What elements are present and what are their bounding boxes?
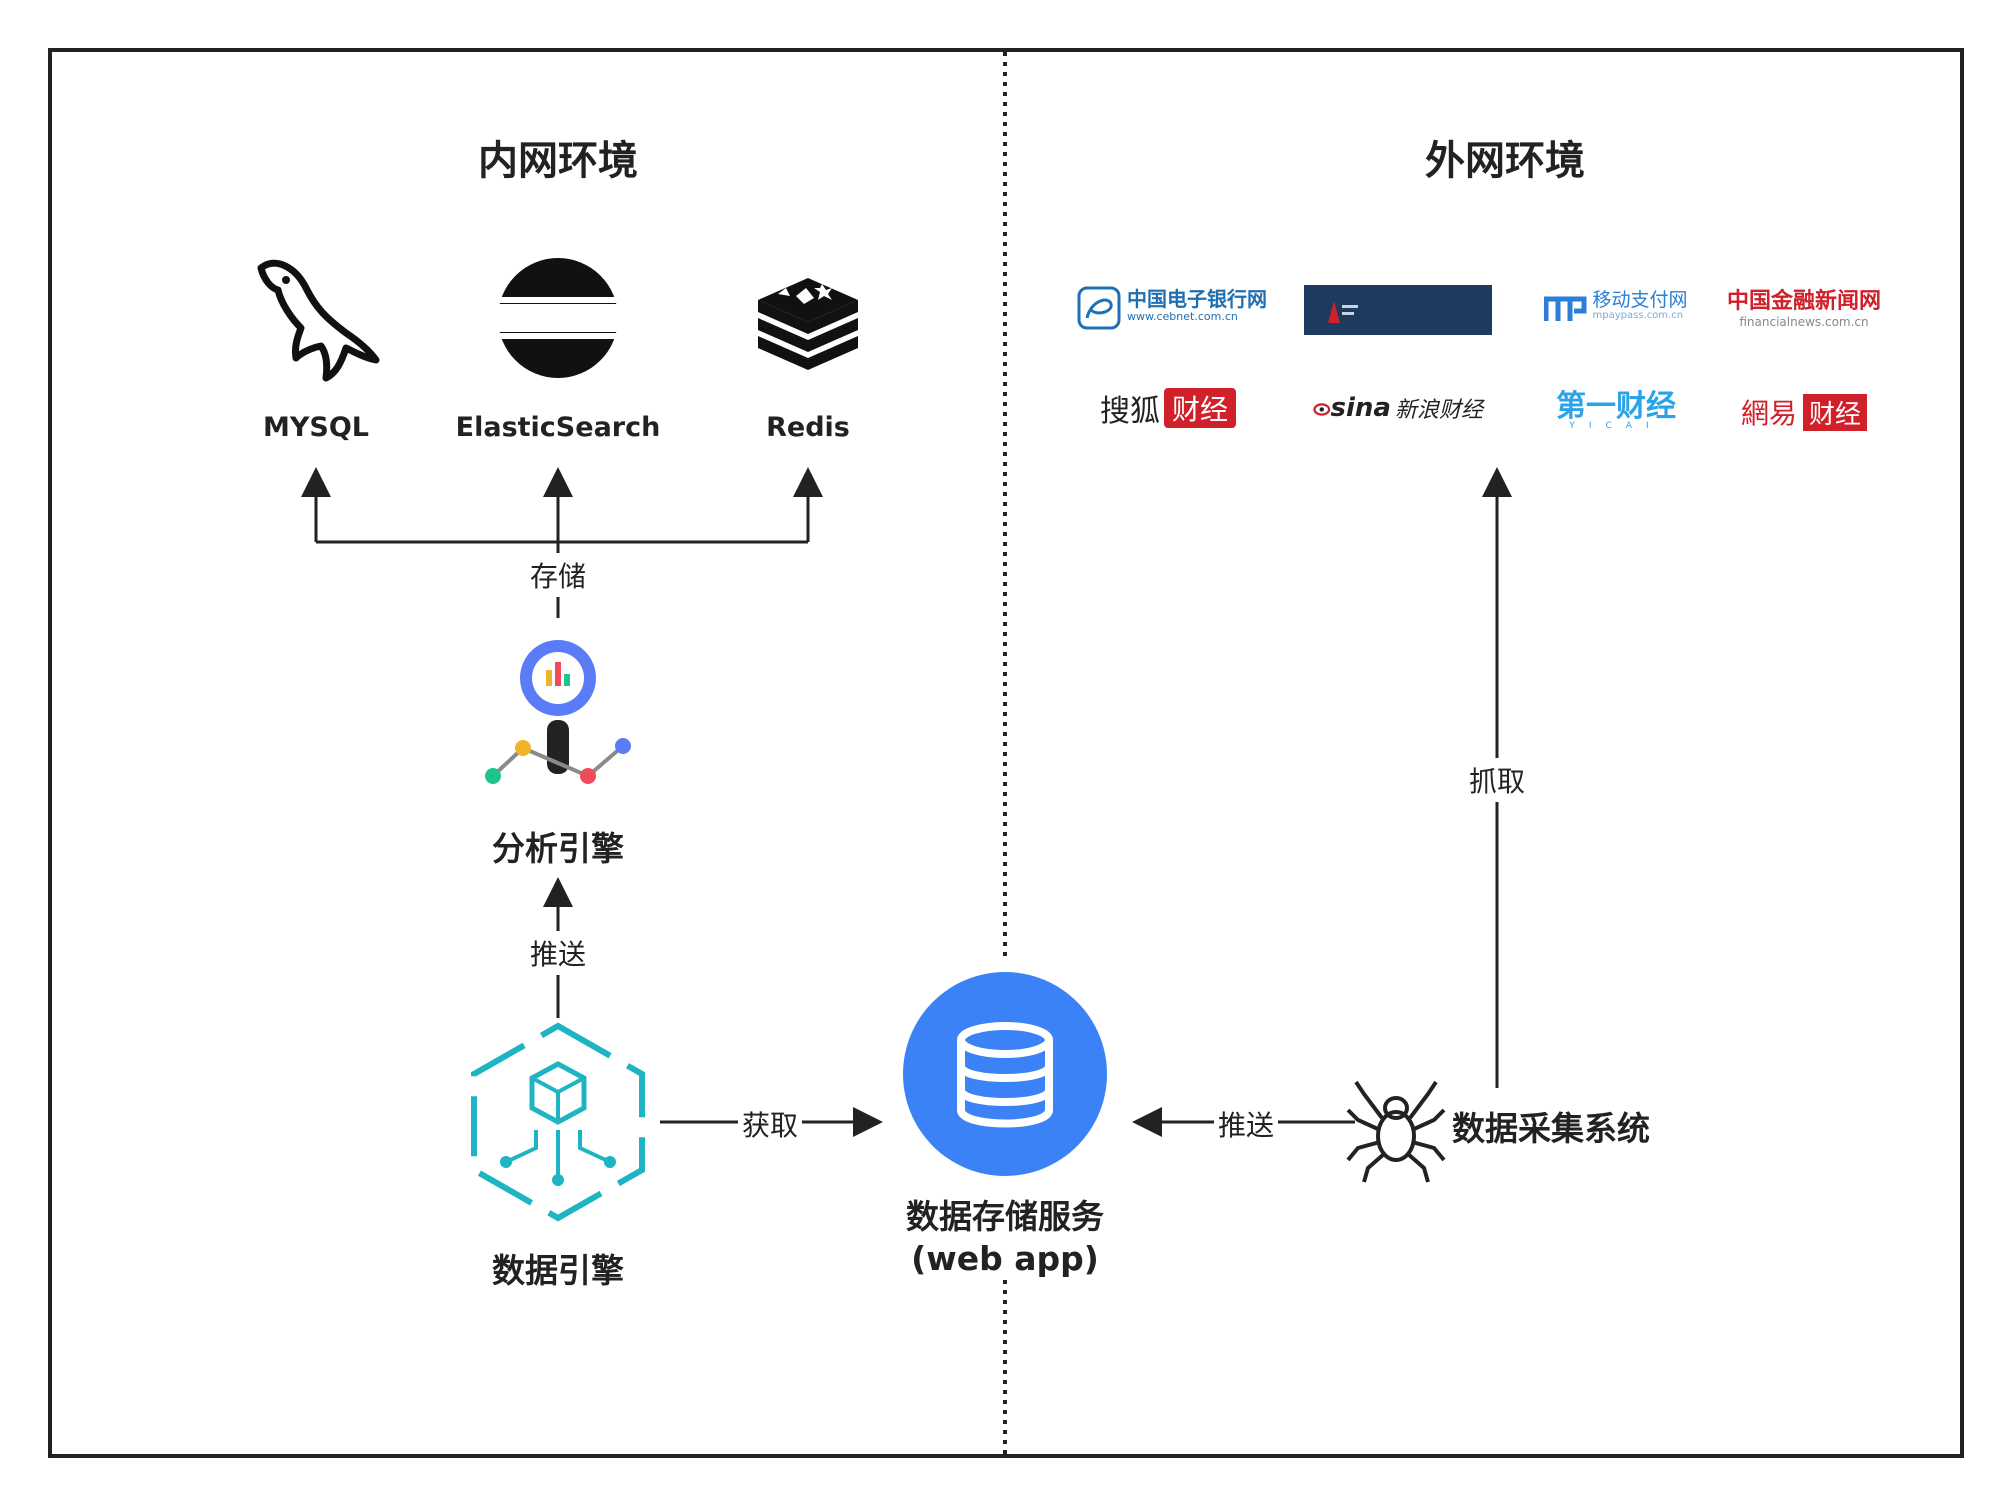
source-name: 搜狐 xyxy=(1099,394,1160,429)
db-label-mysql: MYSQL xyxy=(262,412,370,443)
source-logo-netease: 網易 财经 xyxy=(1729,389,1879,435)
db-label-elasticsearch: ElasticSearch xyxy=(455,412,661,443)
source-sub: 新浪财经 xyxy=(1394,398,1483,423)
source-sub: mpaypass.com.cn xyxy=(1592,310,1684,321)
banner-emblem-icon xyxy=(1328,301,1358,323)
edge-label-store: 存储 xyxy=(525,553,591,597)
source-logo-financialnews: 中国金融新闻网 financialnews.com.cn xyxy=(1727,288,1882,336)
outer-frame xyxy=(48,48,1964,1458)
source-name: 中国电子银行网 xyxy=(1127,287,1267,311)
cebnet-logo-icon xyxy=(1077,286,1121,330)
database-storage-icon xyxy=(903,972,1107,1176)
sina-eye-icon xyxy=(1313,403,1331,416)
source-name: 中国金融新闻网 xyxy=(1727,289,1882,314)
data-engine-hexagon-icon xyxy=(471,1022,645,1222)
source-name: 網易 xyxy=(1740,397,1797,430)
storage-service-subtitle: (web app) xyxy=(911,1239,1099,1278)
source-logo-sohu: 搜狐 财经 xyxy=(1083,385,1253,431)
source-badge: 财经 xyxy=(1163,388,1236,428)
source-sub: financialnews.com.cn xyxy=(1739,315,1869,329)
data-engine-label: 数据引擎 xyxy=(492,1251,624,1290)
elasticsearch-icon xyxy=(496,258,620,378)
extranet-title: 外网环境 xyxy=(1425,138,1585,184)
storage-service-title: 数据存储服务 xyxy=(906,1197,1104,1236)
edge-label-push-analysis: 推送 xyxy=(525,931,591,975)
source-name: 移动支付网 xyxy=(1592,289,1688,311)
analysis-engine-label: 分析引擎 xyxy=(492,829,624,868)
db-label-redis: Redis xyxy=(766,412,850,443)
intranet-title: 内网环境 xyxy=(478,138,638,184)
redis-icon xyxy=(758,278,858,370)
mpaypass-logo-icon xyxy=(1544,296,1587,321)
source-name: 第一财经 xyxy=(1556,389,1676,424)
source-logo-sina: sina 新浪财经 xyxy=(1313,385,1483,431)
edge-label-crawl: 抓取 xyxy=(1464,758,1530,802)
source-sub: YICAI xyxy=(1569,421,1663,431)
storage-service-label: 数据存储服务 (web app) xyxy=(906,1196,1104,1280)
source-badge: 财经 xyxy=(1803,393,1868,431)
source-logo-banner xyxy=(1304,285,1492,335)
source-logo-yicai: 第一财经 YICAI xyxy=(1536,387,1696,437)
source-logo-mpaypass: 移动支付网 mpaypass.com.cn xyxy=(1536,288,1696,328)
mysql-dolphin-icon xyxy=(257,259,380,382)
analysis-magnifier-icon xyxy=(485,640,631,784)
edge-label-fetch: 获取 xyxy=(737,1102,803,1146)
spider-crawler-icon xyxy=(1346,1080,1446,1183)
source-logo-cebnet: 中国电子银行网 www.cebnet.com.cn xyxy=(1077,283,1267,333)
edge-label-push-storage: 推送 xyxy=(1213,1102,1279,1146)
collection-system-label: 数据采集系统 xyxy=(1452,1109,1650,1148)
source-sub: www.cebnet.com.cn xyxy=(1127,310,1238,323)
source-name: sina xyxy=(1330,393,1391,423)
